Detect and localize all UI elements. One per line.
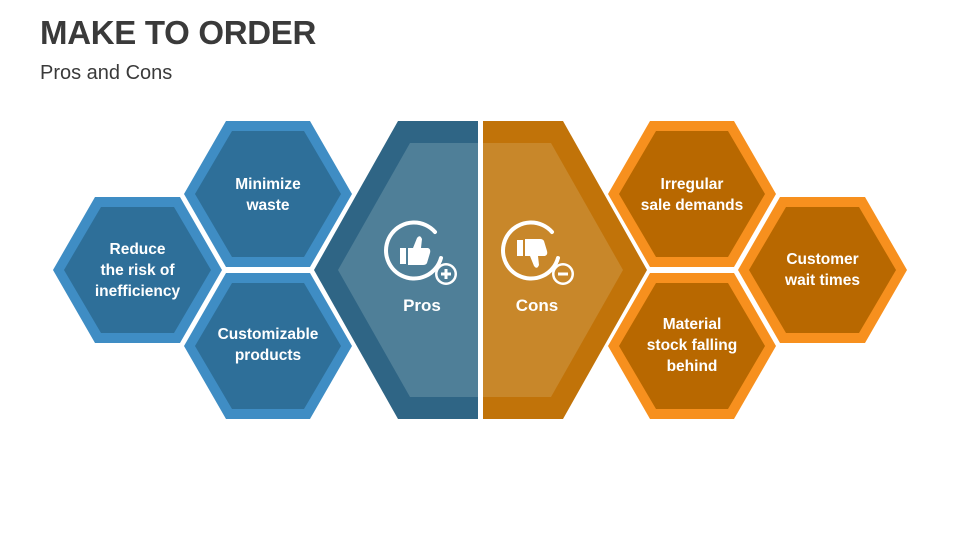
- cons-hex-irregular-demands: [608, 121, 776, 267]
- cons-item-wait-times: Customer wait times: [785, 251, 860, 289]
- pros-center-inner: [338, 143, 478, 397]
- pros-hex-reduce-risk: [53, 197, 222, 343]
- pros-item-customizable: Customizable products: [217, 326, 319, 364]
- pros-item-minimize-waste: Minimize waste: [235, 176, 301, 214]
- pros-item-reduce-risk: Reduce the risk of inefficiency: [94, 240, 181, 300]
- pros-label: Pros: [403, 296, 441, 315]
- thumbs-up-plus-icon: [384, 220, 457, 285]
- pros-hex-customizable: [184, 273, 352, 419]
- cons-hex-material-stock: [608, 273, 776, 419]
- page-title: MAKE TO ORDER: [40, 14, 317, 51]
- cons-item-material-stock: Material stock falling behind: [646, 315, 738, 375]
- cons-hex-wait-times: [738, 197, 907, 343]
- thumbs-down-minus-icon: [501, 220, 574, 285]
- pros-hex-minimize-waste: [184, 121, 352, 267]
- page-subtitle: Pros and Cons: [40, 62, 173, 84]
- cons-label: Cons: [515, 296, 559, 315]
- cons-item-irregular-demands: Irregular sale demands: [640, 176, 744, 214]
